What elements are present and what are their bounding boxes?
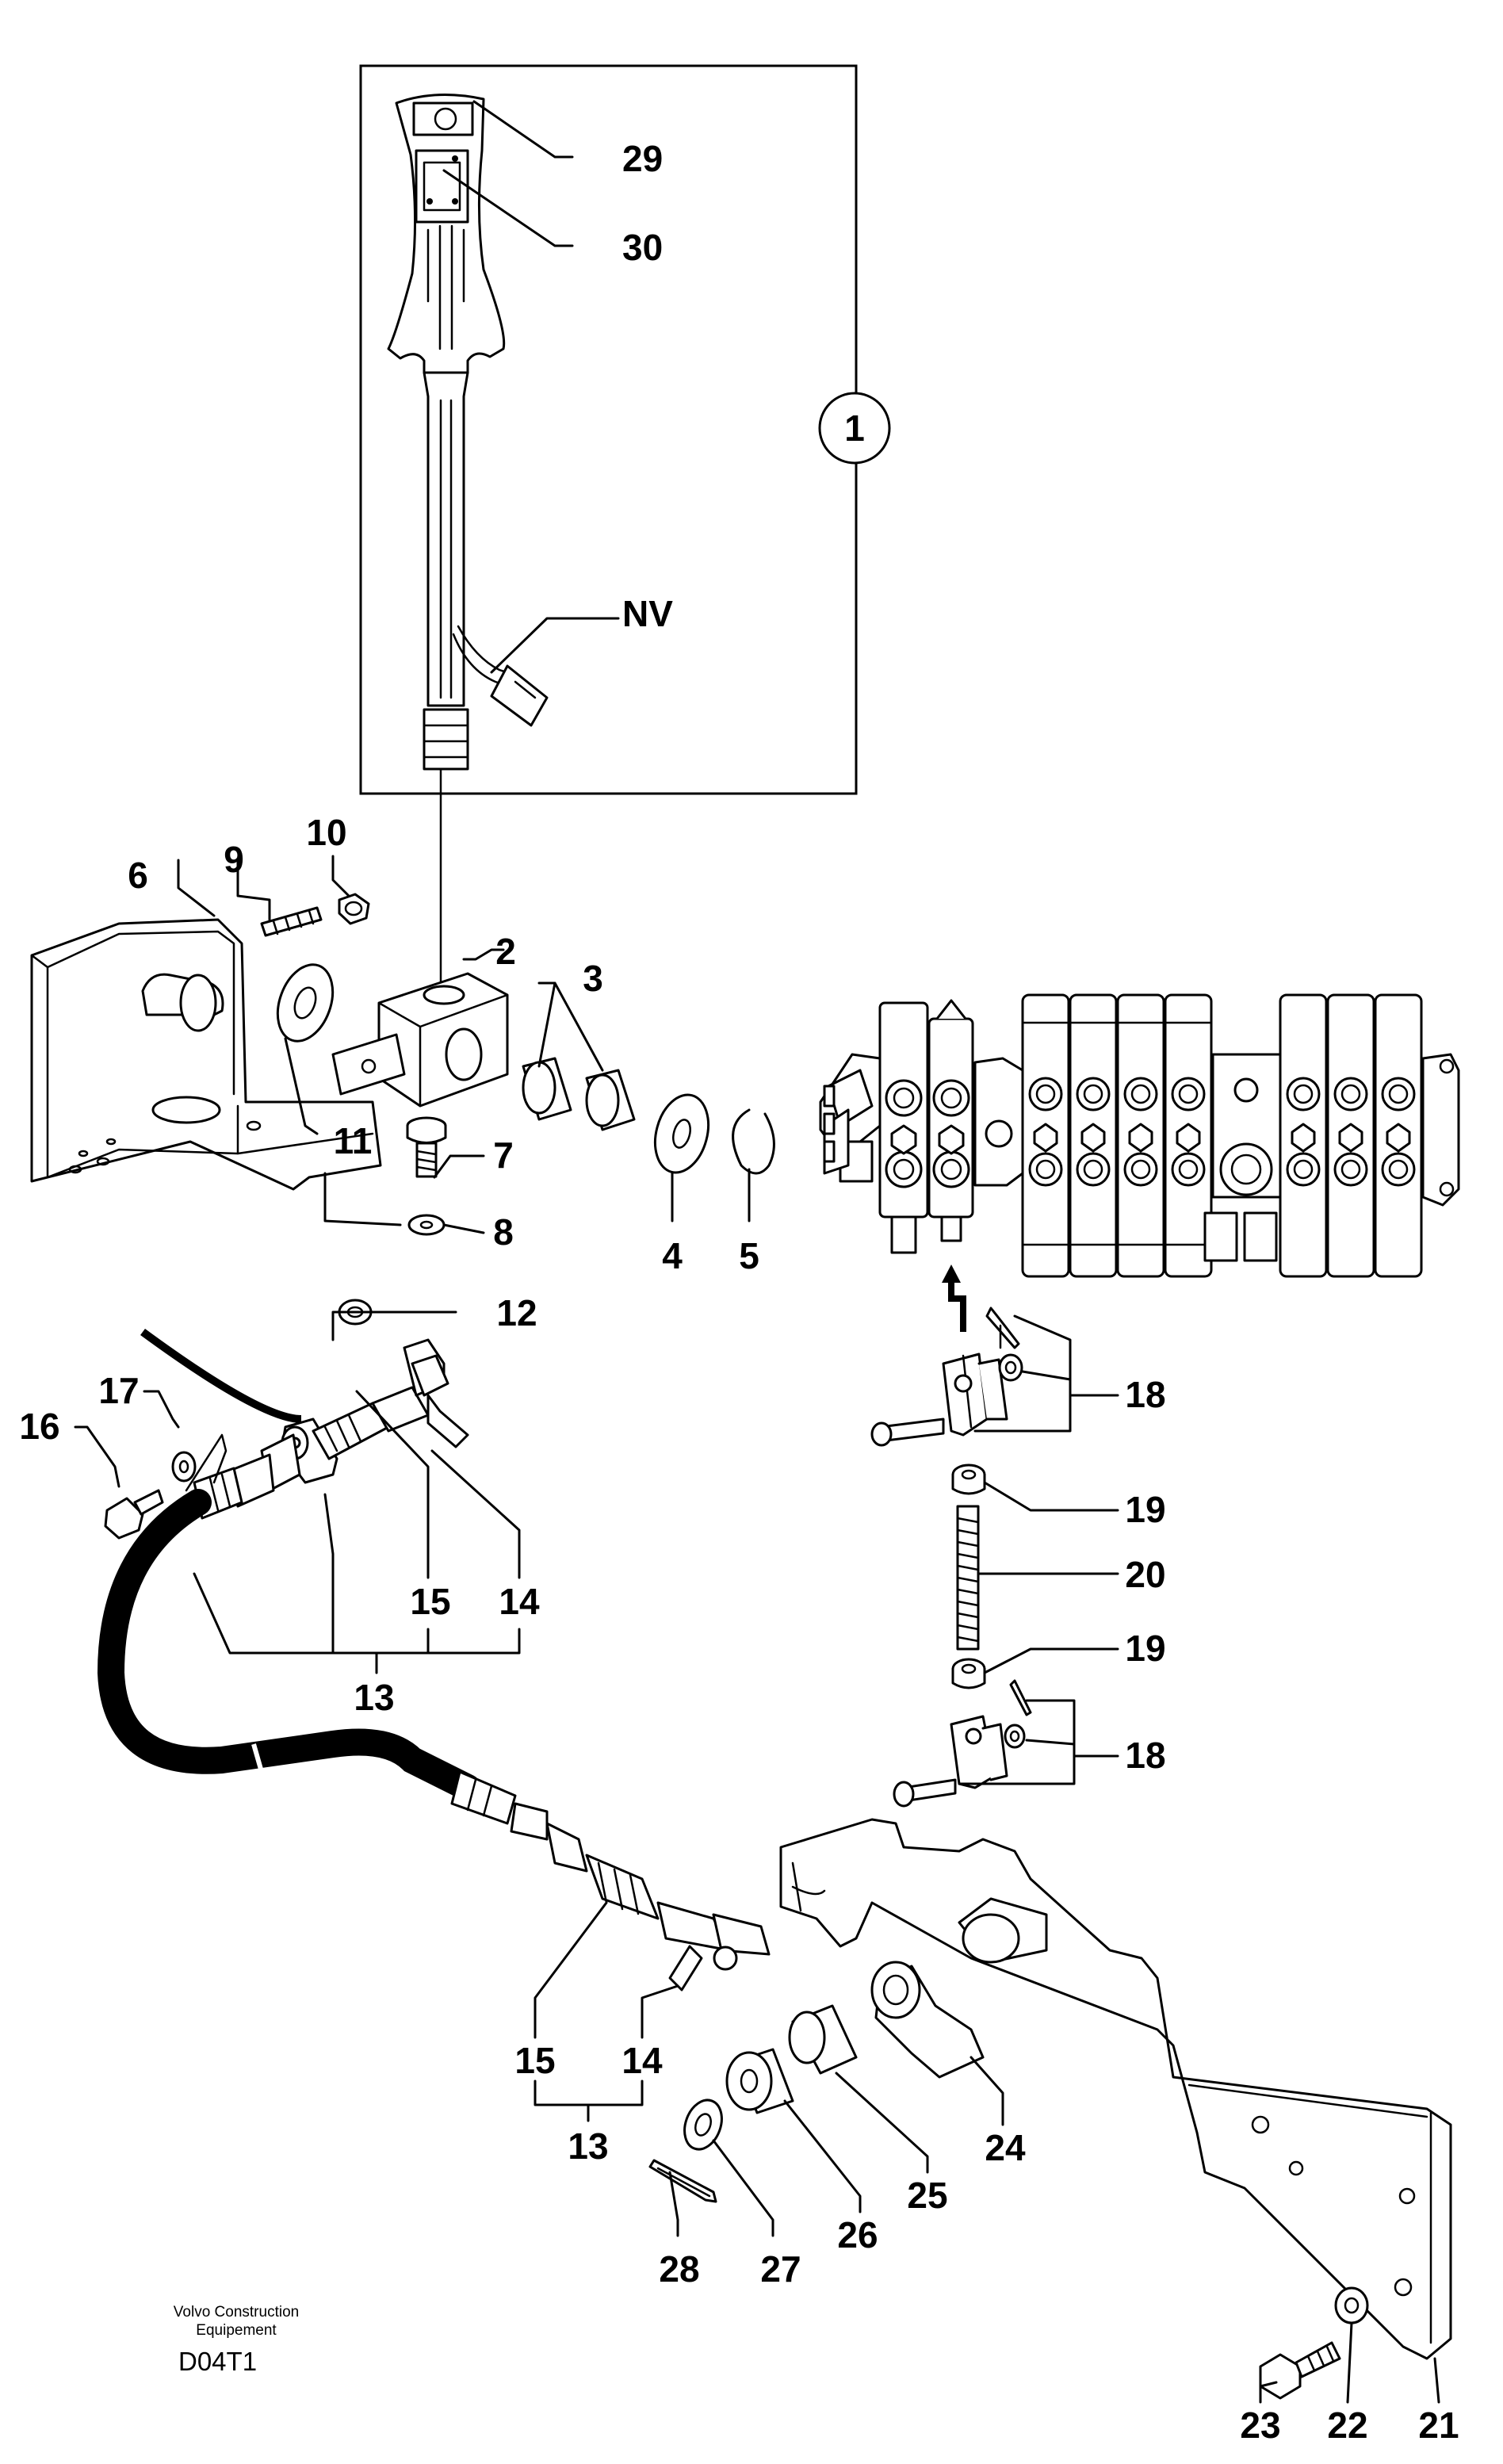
callout-13-upper: 13 (354, 1677, 394, 1718)
callout-2: 2 (495, 931, 516, 972)
callout-24: 24 (985, 2127, 1026, 2168)
callout-5: 5 (739, 1235, 759, 1276)
joystick-lever (387, 94, 549, 771)
washer-4 (653, 1093, 710, 1174)
callout-14-upper: 14 (499, 1581, 540, 1622)
nut-19-lower (951, 1658, 986, 1689)
drawing-code: D04T1 (178, 2347, 257, 2376)
nut-19-upper (951, 1463, 986, 1495)
lower-bracket-21 (779, 1818, 1452, 2360)
callout-19-lower: 19 (1125, 1628, 1165, 1669)
callout-17: 17 (98, 1370, 139, 1411)
callout-labels: 29 30 1 NV 10 9 6 2 3 11 7 8 4 5 12 17 1… (19, 138, 1459, 2446)
spacer-26 (725, 2048, 794, 2114)
callout-14-lower: 14 (621, 2040, 663, 2081)
washer-22 (1334, 2286, 1369, 2324)
brand-line-2: Equipement (196, 2322, 277, 2339)
callout-19-upper: 19 (1125, 1489, 1165, 1530)
bushings-3 (522, 1057, 636, 1131)
bolt-7 (406, 1116, 447, 1178)
callout-29: 29 (622, 138, 663, 179)
clevis-upper-18 (870, 1307, 1023, 1447)
callout-7: 7 (493, 1134, 514, 1176)
brand-line-1: Volvo Construction (174, 2304, 299, 2321)
callout-12: 12 (496, 1292, 537, 1333)
callout-nv: NV (622, 593, 673, 634)
callout-22: 22 (1327, 2405, 1367, 2446)
callout-15-upper: 15 (410, 1581, 450, 1622)
callout-18-upper: 18 (1125, 1374, 1165, 1415)
bushing-25 (788, 2004, 858, 2075)
callout-26: 26 (837, 2214, 878, 2255)
push-pull-cable-13 (97, 1299, 771, 1991)
stud-9 (260, 906, 323, 937)
callout-4: 4 (662, 1235, 683, 1276)
washer-17 (171, 1451, 197, 1483)
pivot-block-2 (331, 972, 509, 1108)
bolt-23 (1259, 2341, 1341, 2400)
bolt-16 (104, 1489, 164, 1540)
snap-ring-5 (732, 1108, 775, 1175)
callout-11: 11 (334, 1120, 373, 1161)
mounting-bracket (30, 918, 382, 1191)
callout-30: 30 (622, 227, 663, 268)
washer-8 (407, 1214, 446, 1236)
nut-10 (338, 893, 370, 925)
callout-23: 23 (1240, 2405, 1280, 2446)
callout-8: 8 (493, 1211, 514, 1253)
arm-24 (870, 1961, 985, 2079)
callout-3: 3 (583, 958, 603, 999)
cotter-pin-28 (648, 2159, 717, 2203)
callout-18-lower: 18 (1125, 1735, 1165, 1776)
threaded-rod-20 (956, 1505, 980, 1651)
washer-27 (683, 2099, 723, 2151)
callout-15-lower: 15 (514, 2040, 555, 2081)
callout-28: 28 (659, 2248, 699, 2290)
clevis-lower-18 (893, 1679, 1032, 1808)
callout-25: 25 (907, 2175, 947, 2216)
connection-arrow (942, 1265, 966, 1332)
callout-16: 16 (19, 1406, 59, 1447)
joystick-assembly-box (359, 64, 891, 795)
callout-9: 9 (224, 839, 244, 880)
control-valve-bank (819, 993, 1460, 1278)
callout-21: 21 (1418, 2405, 1459, 2446)
callout-10: 10 (306, 812, 346, 853)
callout-20: 20 (1125, 1554, 1165, 1595)
callout-27: 27 (760, 2248, 801, 2290)
footer: Volvo Construction Equipement D04T1 (174, 2304, 299, 2376)
washer-11 (276, 963, 335, 1043)
callout-13-lower: 13 (568, 2125, 608, 2167)
callout-1: 1 (844, 407, 865, 449)
callout-circle-1 (818, 392, 891, 465)
callout-6: 6 (128, 855, 148, 896)
